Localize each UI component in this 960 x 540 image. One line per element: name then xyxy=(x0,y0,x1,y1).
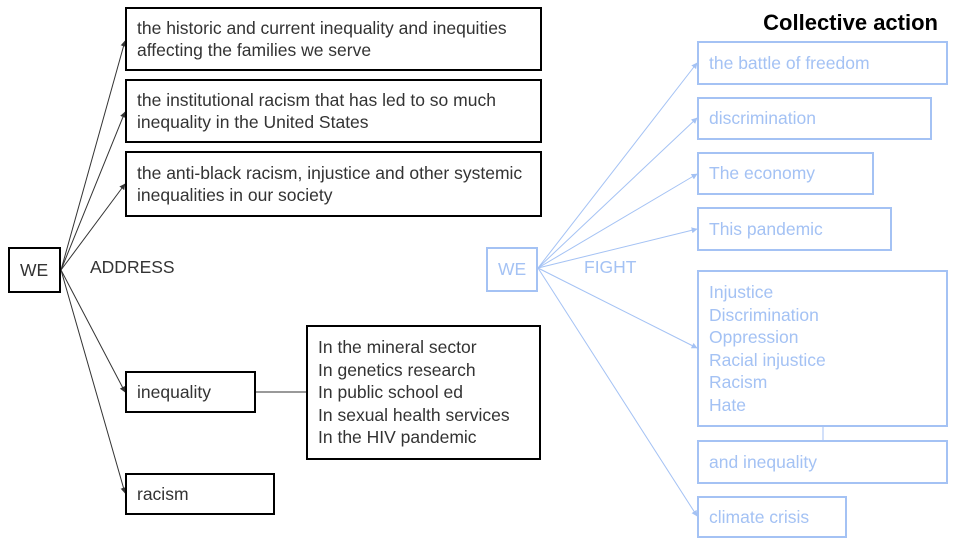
target-economy: The economy xyxy=(697,152,874,195)
we-node-right: WE xyxy=(486,247,538,292)
left-arrow xyxy=(60,111,126,271)
context-item: In the HIV pandemic xyxy=(318,427,477,448)
right-arrow xyxy=(537,173,698,269)
target-text: racism xyxy=(137,483,189,504)
injustice-list: Injustice Discrimination Oppression Raci… xyxy=(697,270,948,427)
target-text: the institutional racism that has led to… xyxy=(137,89,496,133)
context-item: In public school ed xyxy=(318,382,463,403)
we-node-left: WE xyxy=(8,247,61,293)
list-item: Discrimination xyxy=(709,304,819,325)
right-arrow xyxy=(537,62,698,269)
target-pandemic: This pandemic xyxy=(697,207,892,251)
right-arrow xyxy=(537,227,698,269)
page-title: Collective action xyxy=(763,10,938,35)
target-text: climate crisis xyxy=(709,506,810,527)
target-text: the battle of freedom xyxy=(709,52,870,73)
list-item: Racism xyxy=(709,372,768,392)
fight-label: FIGHT xyxy=(584,257,637,277)
left-arrow xyxy=(60,40,127,271)
list-item: Oppression xyxy=(709,327,799,347)
left-arrow xyxy=(60,269,127,494)
context-list: In the mineral sector In genetics resear… xyxy=(306,325,541,460)
right-arrow xyxy=(537,117,698,269)
target-racism: racism xyxy=(125,473,275,515)
target-text: This pandemic xyxy=(709,218,823,239)
list-item: Hate xyxy=(709,394,746,415)
context-item: In sexual health services xyxy=(318,404,510,425)
and-inequality-box: and inequality xyxy=(697,440,948,484)
target-climate-crisis: climate crisis xyxy=(697,496,847,538)
context-item: In the mineral sector xyxy=(318,337,477,358)
target-text: the historic and current inequality and … xyxy=(137,17,507,61)
left-arrow xyxy=(60,269,126,393)
target-text: discrimination xyxy=(709,108,816,129)
target-institutional-racism: the institutional racism that has led to… xyxy=(125,79,542,143)
target-text: and inequality xyxy=(709,451,817,472)
left-arrow xyxy=(60,183,126,271)
target-discrimination: discrimination xyxy=(697,97,932,140)
target-text: the anti-black racism, injustice and oth… xyxy=(137,162,523,206)
list-item: Injustice xyxy=(709,282,774,302)
target-anti-black-racism: the anti-black racism, injustice and oth… xyxy=(125,151,542,217)
list-item: Racial injustice xyxy=(709,349,826,370)
target-inequality: inequality xyxy=(125,371,256,413)
target-battle-of-freedom: the battle of freedom xyxy=(697,41,948,85)
right-arrow xyxy=(537,267,698,349)
address-label: ADDRESS xyxy=(90,257,175,277)
right-arrow xyxy=(537,267,698,517)
target-text: inequality xyxy=(137,381,211,402)
context-item: In genetics research xyxy=(318,359,476,380)
we-label: WE xyxy=(498,259,527,280)
target-text: The economy xyxy=(709,163,816,184)
target-historic-inequality: the historic and current inequality and … xyxy=(125,7,542,71)
we-label: WE xyxy=(20,259,49,280)
